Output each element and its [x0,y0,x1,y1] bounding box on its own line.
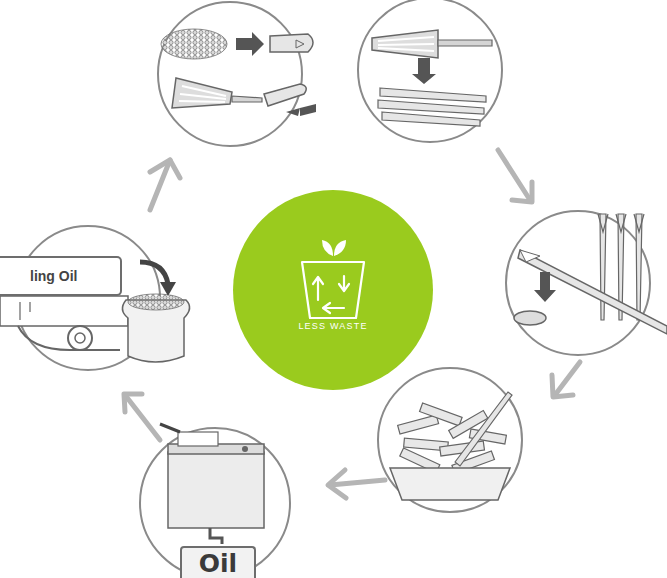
node-text: Oil [199,549,237,578]
node-text: ling Oil [30,268,77,284]
deep-fryer [160,424,264,560]
oil-can: Oil [180,546,256,578]
spatula-to-forks [372,30,492,126]
forks [514,214,667,334]
center-circle: LESS WASTE [233,190,433,390]
pellet-molding [161,29,316,116]
node-text: LESS WASTE [298,321,367,331]
fries-bowl [390,392,512,500]
tank-label-box: ling Oil [0,256,122,296]
